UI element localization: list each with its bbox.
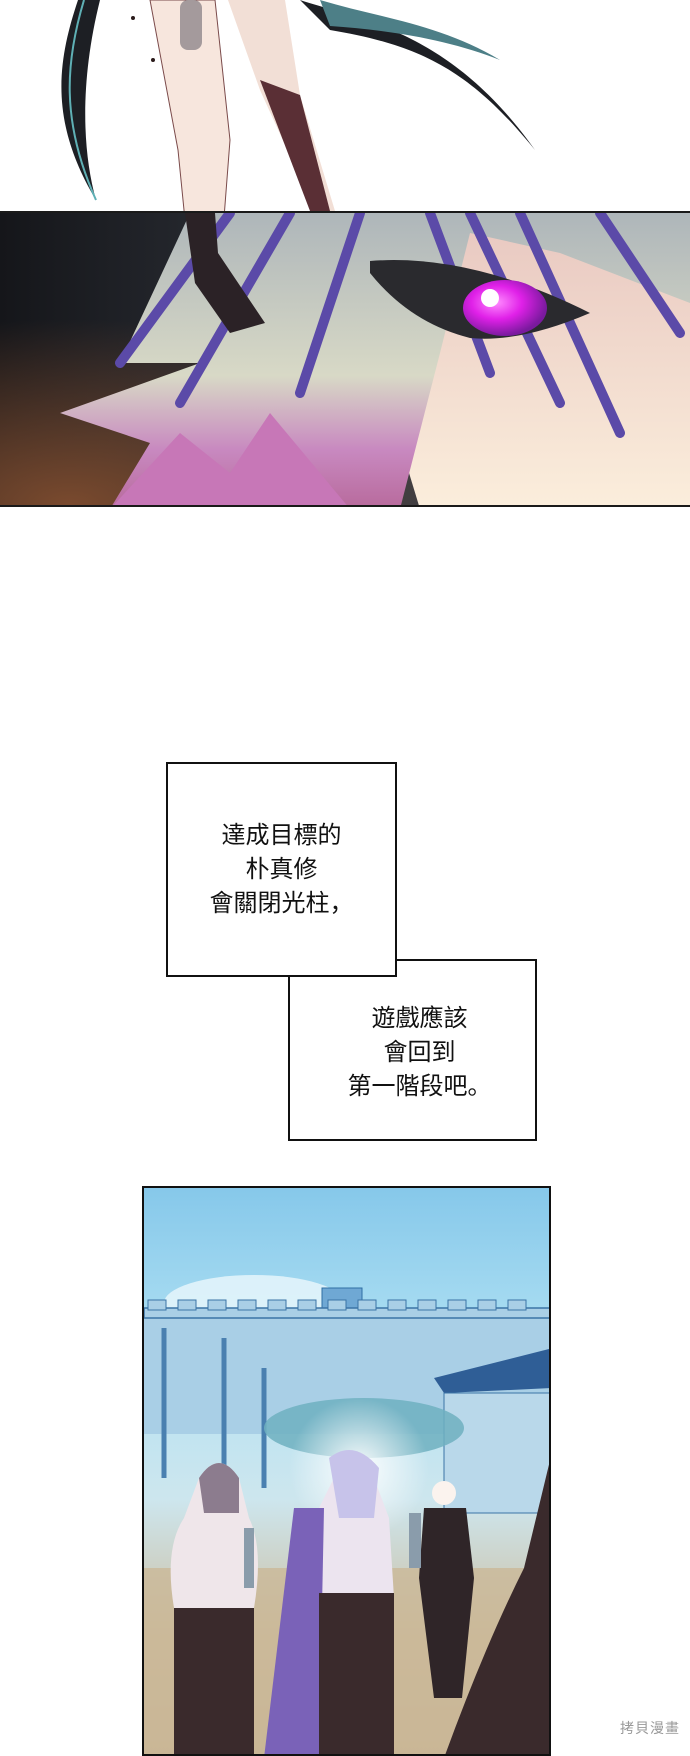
narration-box-1: 達成目標的 朴真修 會關閉光柱， [166,762,397,977]
eye-closeup-panel [0,211,690,507]
narration-line: 第一階段吧。 [347,1072,492,1100]
narration-box-2: 遊戲應該 會回到 第一階段吧。 [288,959,537,1141]
top-art-panel [0,0,690,271]
narration-line: 達成目標的 [221,821,342,849]
courtyard-panel [142,1186,551,1756]
narration-line: 會關閉光柱， [209,889,354,917]
narration-line: 會回到 [383,1038,456,1066]
watermark-text: 拷貝漫畫 [620,1721,680,1737]
courtyard-scene-illustration [144,1275,549,1754]
glowing-eye-illustration [60,213,690,505]
legs-scythe-illustration [61,0,535,271]
narration-line: 朴真修 [245,855,318,883]
narration-line: 遊戲應該 [371,1004,468,1032]
glowing-iris [463,280,547,336]
